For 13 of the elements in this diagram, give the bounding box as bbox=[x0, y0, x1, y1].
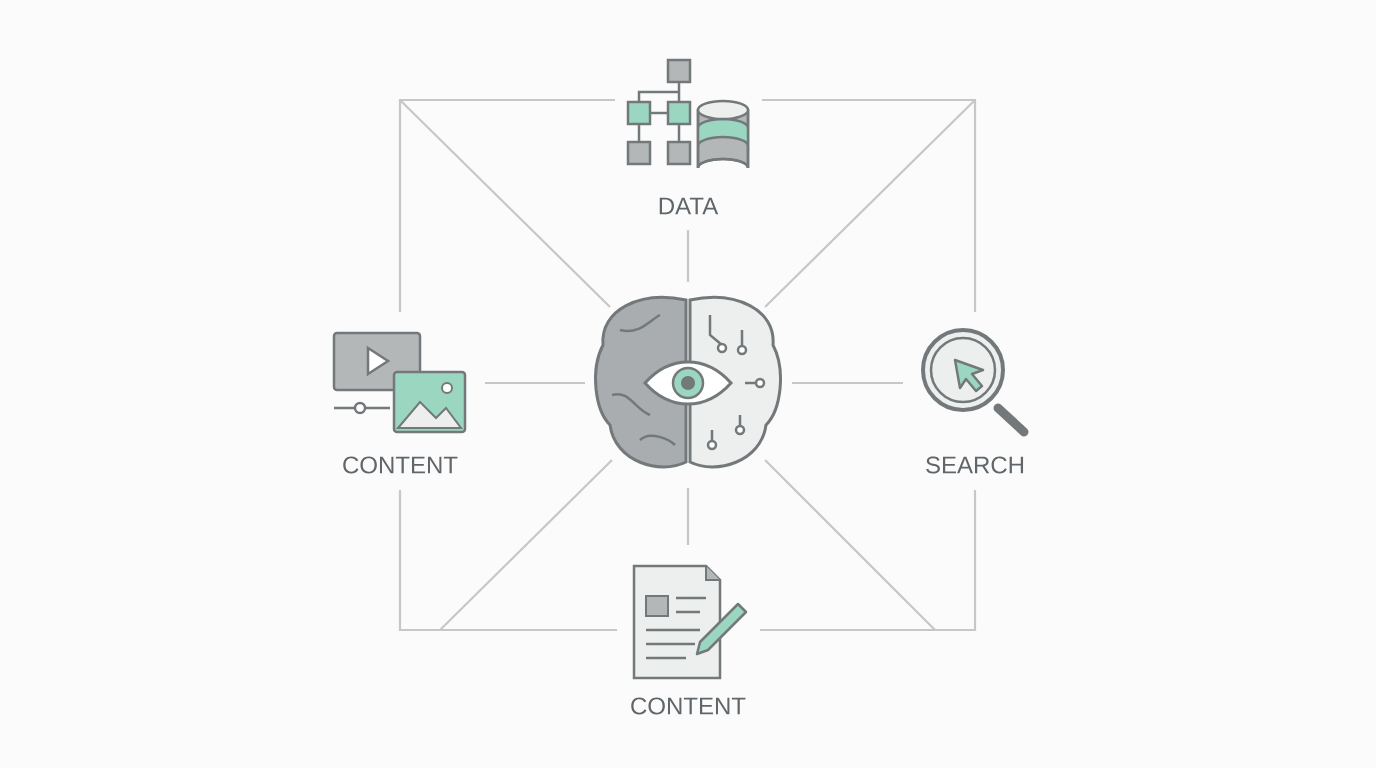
icon-label: CONTENT bbox=[343, 456, 458, 474]
icon-label: DATA bbox=[659, 197, 719, 215]
connector-line bbox=[398, 490, 617, 632]
connector-line bbox=[686, 230, 690, 282]
icon-label: SEARCH bbox=[926, 456, 1024, 474]
connector-line bbox=[439, 459, 613, 631]
connector-line bbox=[686, 488, 690, 545]
connector-line bbox=[760, 490, 977, 632]
brain-drawing bbox=[594, 295, 782, 469]
connector-line bbox=[485, 381, 585, 385]
connector-line bbox=[764, 459, 936, 631]
icon-label: CONTENT bbox=[631, 697, 746, 715]
connector-line bbox=[792, 381, 903, 385]
